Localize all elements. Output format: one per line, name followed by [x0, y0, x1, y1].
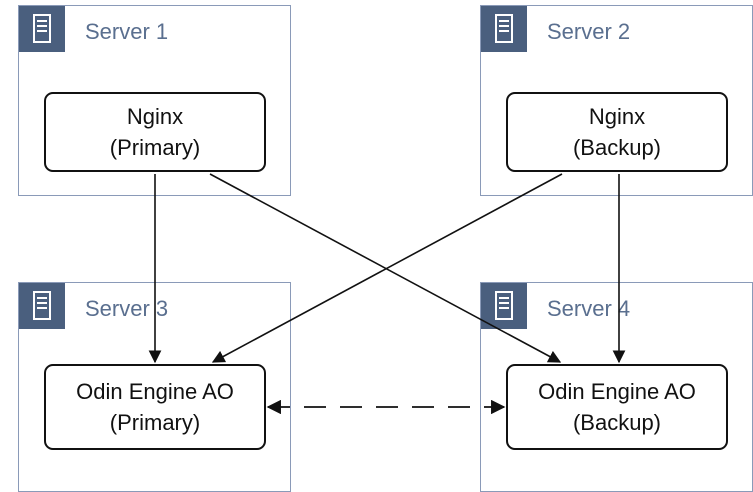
odin-backup-node: Odin Engine AO (Backup): [506, 364, 728, 450]
node-title: Nginx: [588, 104, 646, 129]
node-role: (Primary): [109, 410, 201, 435]
server-icon: [19, 283, 65, 329]
server-label: Server 4: [547, 296, 631, 321]
odin-primary-node: Odin Engine AO (Primary): [44, 364, 266, 450]
node-role: (Backup): [572, 135, 662, 160]
server-label: Server 3: [85, 296, 169, 321]
nginx-primary-node: Nginx (Primary): [44, 92, 266, 172]
node-title: Nginx: [126, 104, 184, 129]
node-role: (Primary): [109, 135, 201, 160]
server-icon: [481, 6, 527, 52]
server-label: Server 2: [547, 19, 631, 44]
nginx-backup-node: Nginx (Backup): [506, 92, 728, 172]
node-title: Odin Engine AO: [76, 379, 234, 404]
node-role: (Backup): [572, 410, 662, 435]
server-icon: [481, 283, 527, 329]
server-icon: [19, 6, 65, 52]
server-label: Server 1: [85, 19, 169, 44]
node-title: Odin Engine AO: [538, 379, 696, 404]
